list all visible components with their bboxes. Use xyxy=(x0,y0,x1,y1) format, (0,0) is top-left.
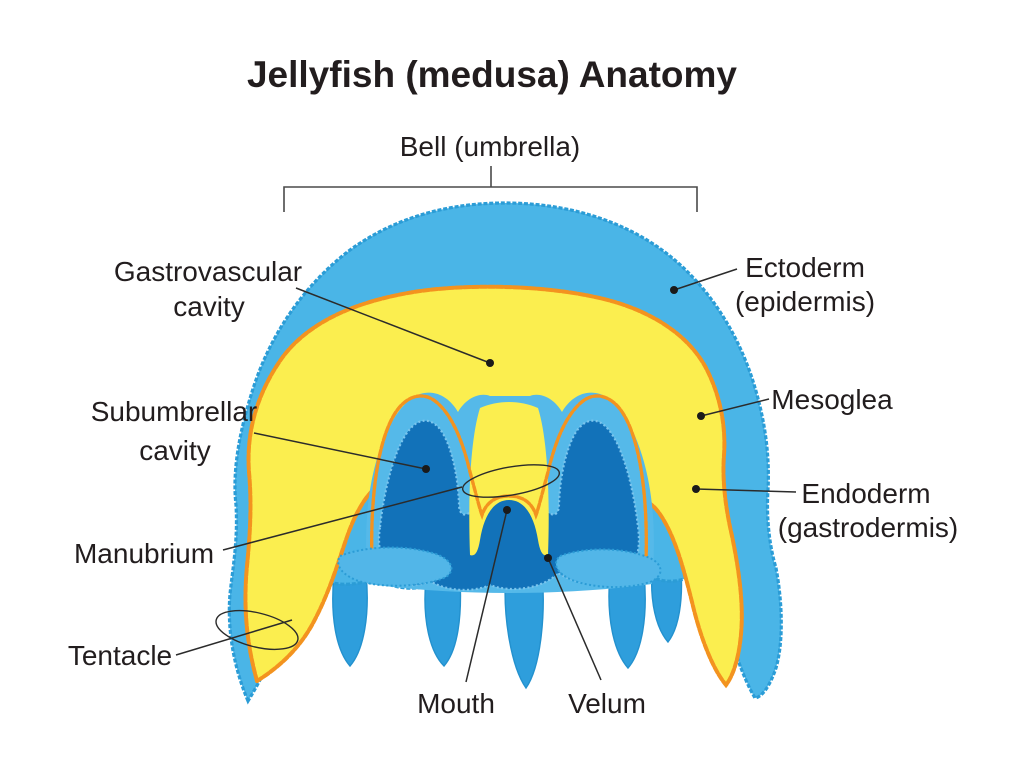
label-gastrovascular-line1: Gastrovascular xyxy=(114,256,302,287)
dot-subumbrellar xyxy=(422,465,430,473)
label-gastrovascular-line2: cavity xyxy=(173,291,245,322)
dot-endoderm xyxy=(692,485,700,493)
leader-ectoderm xyxy=(673,268,738,291)
leader-velum xyxy=(547,557,602,681)
leader-subumbrellar xyxy=(253,432,427,470)
frill-tentacle xyxy=(608,573,646,670)
page-title: Jellyfish (medusa) Anatomy xyxy=(247,54,737,95)
dot-mouth xyxy=(503,506,511,514)
manubrium-loop xyxy=(461,464,561,498)
label-ectoderm-line1: Ectoderm xyxy=(745,252,865,283)
oral-frills xyxy=(332,569,683,690)
dot-gastrovascular xyxy=(486,359,494,367)
subumbrellar-cavity xyxy=(377,419,640,592)
leader-gastrovascular xyxy=(295,287,491,364)
dot-ectoderm xyxy=(670,286,678,294)
label-tentacle: Tentacle xyxy=(68,640,172,671)
leader-lines xyxy=(175,268,797,683)
leader-tentacle xyxy=(175,619,293,656)
label-endoderm-line2: (gastrodermis) xyxy=(778,512,958,543)
frill-tentacle xyxy=(504,569,544,690)
leader-manubrium xyxy=(222,486,463,551)
label-mouth: Mouth xyxy=(417,688,495,719)
label-subumbrellar-line2: cavity xyxy=(139,435,211,466)
velum-flap-left xyxy=(337,546,453,587)
label-velum: Velum xyxy=(568,688,646,719)
label-subumbrellar-line1: Subumbrellar xyxy=(91,396,258,427)
label-endoderm-line1: Endoderm xyxy=(801,478,930,509)
endoderm-border-outer xyxy=(243,284,744,689)
label-mesoglea: Mesoglea xyxy=(771,384,893,415)
dot-mesoglea xyxy=(697,412,705,420)
frill-tentacle xyxy=(332,573,368,668)
manubrium-column xyxy=(469,402,549,556)
bell-bracket xyxy=(283,166,698,212)
label-ectoderm-line2: (epidermis) xyxy=(735,286,875,317)
leader-mouth xyxy=(465,509,508,683)
frill-tentacle xyxy=(650,569,683,644)
label-manubrium: Manubrium xyxy=(74,538,214,569)
label-bell: Bell (umbrella) xyxy=(400,131,581,162)
leader-mesoglea xyxy=(700,398,770,417)
dot-velum xyxy=(544,554,552,562)
velum-flap-right xyxy=(555,548,662,589)
leader-endoderm xyxy=(695,488,797,493)
frill-tentacle xyxy=(424,577,462,668)
tentacle-loop xyxy=(215,609,299,651)
